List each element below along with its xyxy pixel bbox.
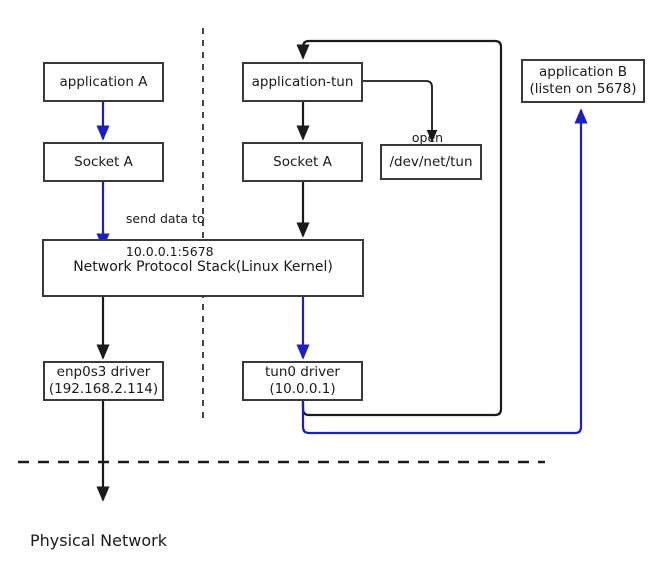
node-label: enp0s3 driver (56, 364, 151, 381)
edge-label-line2: 10.0.0.1:5678 (125, 243, 214, 259)
node-socket-a-left[interactable]: Socket A (43, 142, 164, 182)
node-socket-a-right[interactable]: Socket A (242, 142, 363, 182)
node-dev-net-tun[interactable]: /dev/net/tun (380, 144, 482, 180)
node-label: application-tun (251, 73, 354, 90)
edge-tun0-to-apptun-loop (296, 39, 503, 417)
node-label-secondary: (listen on 5678) (529, 81, 637, 97)
node-application-a[interactable]: application A (43, 62, 164, 102)
node-label-secondary: (192.168.2.114) (48, 381, 159, 397)
node-label: Socket A (74, 153, 133, 170)
annotation-text: Physical Network (30, 531, 167, 550)
node-enp0s3-driver[interactable]: enp0s3 driver (192.168.2.114) (43, 361, 164, 401)
node-network-protocol-stack[interactable]: Network Protocol Stack(Linux Kernel) (42, 239, 364, 297)
edge-label-open: open (396, 114, 443, 163)
edge-tun0-to-appB-loop (301, 108, 588, 435)
node-label: tun0 driver (264, 364, 340, 381)
node-label-secondary: (10.0.0.1) (269, 381, 336, 397)
node-application-tun[interactable]: application-tun (242, 62, 363, 102)
edge-apptun-open-devnettun (363, 80, 438, 143)
node-label: Network Protocol Stack(Linux Kernel) (73, 259, 333, 276)
node-label: /dev/net/tun (389, 153, 473, 170)
physical-network-label: Physical Network (30, 531, 167, 550)
node-application-b[interactable]: application B (listen on 5678) (521, 59, 645, 103)
edge-label-line1: send data to (125, 211, 205, 227)
node-label: Socket A (273, 153, 332, 170)
node-tun0-driver[interactable]: tun0 driver (10.0.0.1) (242, 361, 363, 401)
edge-label-send-data: send data to 10.0.0.1:5678 (110, 195, 214, 276)
node-label: application A (59, 73, 148, 90)
node-label: application B (538, 64, 628, 81)
edge-label-line1: open (411, 130, 444, 146)
